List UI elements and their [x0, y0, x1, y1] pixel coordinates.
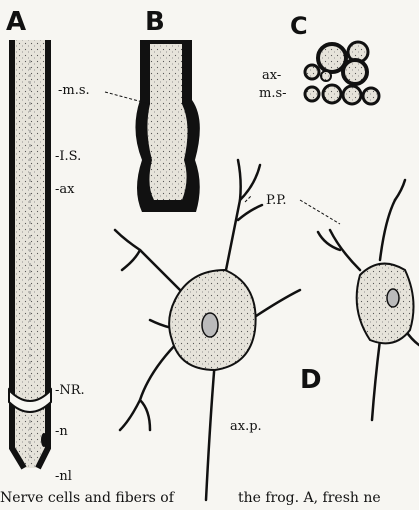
label-nl: -nl [55, 469, 72, 484]
panel-letter-c: C [290, 12, 308, 40]
nerve-cell-small [318, 180, 419, 420]
label-pp: P.P. [266, 193, 287, 208]
caption-left: Nerve cells and fibers of [0, 490, 174, 506]
label-ax-c: ax- [262, 68, 281, 83]
label-is: -I.S. [55, 149, 81, 164]
panel-letter-d: D [300, 365, 322, 395]
label-ax-a: -ax [55, 182, 75, 197]
label-n: -n [55, 424, 68, 439]
panel-letter-b: B [145, 7, 165, 37]
fiber-cross-sections [305, 42, 379, 104]
figure-caption: Nerve cells and fibers of the frog. A, f… [0, 489, 419, 510]
label-ms-a: -m.s. [58, 83, 90, 98]
fiber-b [135, 40, 199, 212]
caption-right: the frog. A, fresh ne [238, 490, 381, 506]
fiber-a [9, 40, 51, 468]
panel-letter-a: A [6, 7, 26, 37]
label-nr: -NR. [55, 383, 85, 398]
label-axp: ax.p. [230, 419, 262, 434]
label-ms-c: m.s- [259, 86, 287, 101]
